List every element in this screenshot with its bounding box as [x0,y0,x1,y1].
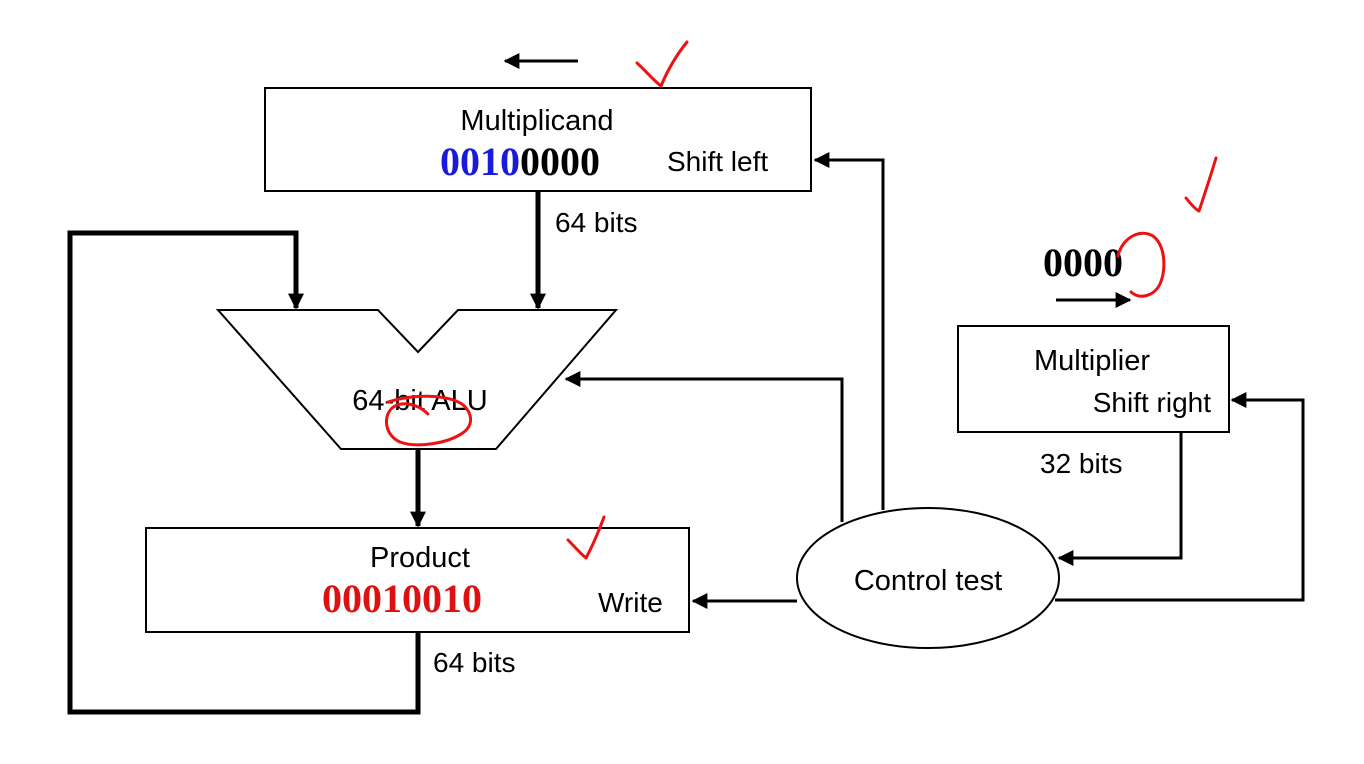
circle-mark-alu [384,394,472,447]
multiplier-to-control-wire [1057,432,1183,566]
multiplier-pending-bits: 0000 [1043,240,1123,285]
product-feedback-wire [67,230,421,715]
control-to-alu-wire [564,371,844,522]
control-test-label: Control test [854,565,1002,597]
multiplicand-title: Multiplicand [460,105,613,137]
multiplicand-value: 00100000 [440,139,600,184]
multiplicand-value-rest: 0000 [520,139,600,184]
product-title: Product [370,542,470,574]
product-width-label: 64 bits [433,647,516,678]
multiplier-width-label: 32 bits [1040,448,1123,479]
product-register: Product 00010010 Write [145,527,690,633]
multiplier-register: Multiplier Shift right [957,325,1230,433]
product-value: 00010010 [322,576,482,621]
circle-mark-multiplier-bit [1116,231,1166,298]
multiplier-shift-label: Shift right [1093,387,1211,418]
handwritten-annotations [384,40,1218,560]
alu: 64-bit ALU [215,309,619,450]
multiplicand-value-highlight: 0010 [440,139,520,184]
alu-label: 64-bit ALU [352,385,487,417]
check-mark-top-right [1184,156,1218,213]
multiplicand-shift-label: Shift left [667,146,768,177]
control-to-multiplicand-wire [813,152,885,510]
check-mark-product [566,515,606,560]
control-to-multiplier-wire [1055,392,1305,602]
multiplicand-width-label: 64 bits [555,207,638,238]
product-write-label: Write [598,587,663,618]
multiplier-title: Multiplier [1034,345,1150,377]
control-test: Control test [796,507,1060,649]
multiplicand-register: Multiplicand 00100000 Shift left [264,87,812,192]
check-mark-multiplicand [635,40,689,88]
